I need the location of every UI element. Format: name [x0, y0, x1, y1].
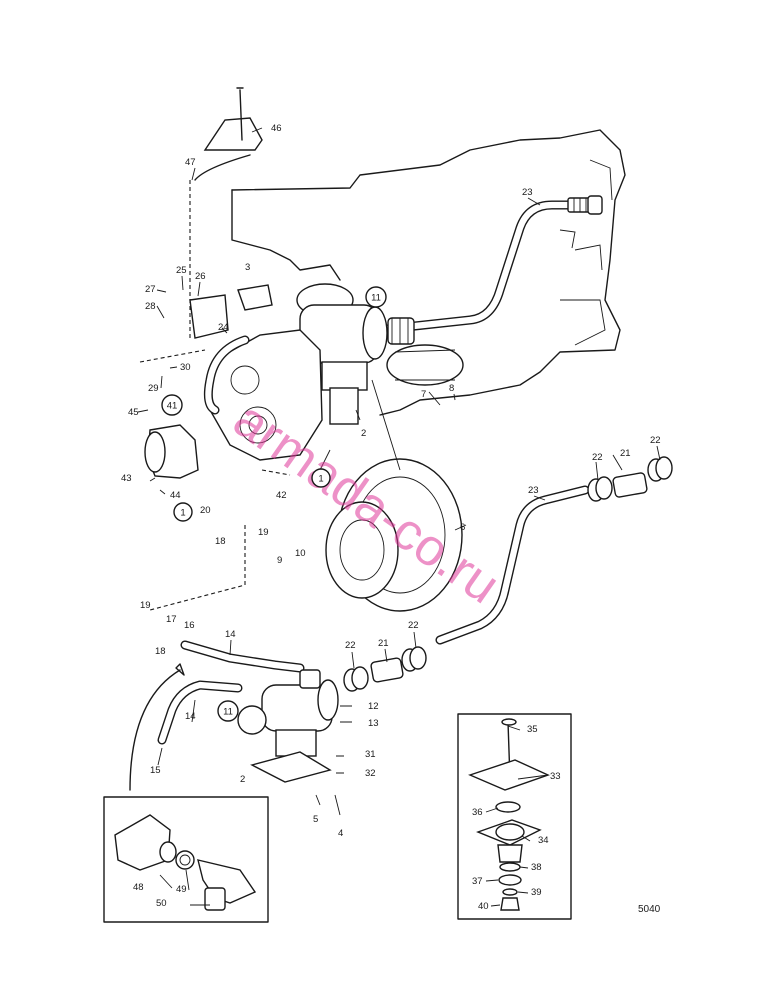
callout-22-b: 22	[650, 435, 661, 446]
callout-2: 2	[361, 428, 366, 439]
callout-19: 19	[258, 527, 269, 538]
main-pump-assembly-upper	[139, 87, 464, 612]
callout-21-lower: 21	[378, 638, 389, 649]
callout-36: 36	[472, 807, 483, 818]
callout-46: 46	[271, 123, 282, 134]
callout-23: 23	[522, 187, 533, 198]
callout-11-lower: 11	[223, 707, 233, 718]
callout-23-lower: 23	[528, 485, 539, 496]
callout-14: 14	[225, 629, 236, 640]
callout-19-lower: 19	[140, 600, 151, 611]
callout-32: 32	[365, 768, 376, 779]
callout-18: 18	[215, 536, 226, 547]
callout-30: 30	[180, 362, 191, 373]
callout-2-lower: 2	[240, 774, 245, 785]
callout-1-lower: 1	[180, 508, 185, 519]
callout-13: 13	[368, 718, 379, 729]
callout-26: 26	[195, 271, 206, 282]
callout-25: 25	[176, 265, 187, 276]
callout-24: 24	[218, 322, 229, 333]
callout-11: 11	[371, 293, 381, 304]
callout-28: 28	[145, 301, 156, 312]
callout-38: 38	[531, 862, 542, 873]
callout-41: 41	[167, 401, 178, 412]
leader-lines	[137, 127, 661, 907]
callout-22-d: 22	[408, 620, 419, 631]
callout-43: 43	[121, 473, 132, 484]
callout-22-a: 22	[592, 452, 603, 463]
callout-42: 42	[276, 490, 287, 501]
callout-27: 27	[145, 284, 156, 295]
callout-44: 44	[170, 490, 181, 501]
callout-5: 5	[313, 814, 318, 825]
callout-4: 4	[338, 828, 343, 839]
callout-7: 7	[421, 389, 426, 400]
callout-12: 12	[368, 701, 379, 712]
callout-6: 6	[460, 522, 465, 533]
callout-37: 37	[472, 876, 483, 887]
upper-hose-23	[373, 195, 603, 335]
callout-29: 29	[148, 383, 159, 394]
callout-14-lower: 14	[185, 711, 196, 722]
callout-39: 39	[531, 887, 542, 898]
callout-18-lower: 18	[155, 646, 166, 657]
callout-47: 47	[185, 157, 196, 168]
callout-50: 50	[156, 898, 167, 909]
inset-mounting-box	[457, 713, 572, 920]
callout-3: 3	[245, 262, 250, 273]
callout-45: 45	[128, 407, 139, 418]
callout-20: 20	[200, 505, 211, 516]
callout-22-c: 22	[345, 640, 356, 651]
lower-hose-23	[343, 456, 673, 692]
callout-8: 8	[449, 383, 454, 394]
callout-16: 16	[184, 620, 195, 631]
callout-33: 33	[550, 771, 561, 782]
callout-15: 15	[150, 765, 161, 776]
callout-17: 17	[166, 614, 177, 625]
callout-34: 34	[538, 835, 549, 846]
circled-callouts: 11 41 1 1 11	[161, 286, 387, 722]
callout-10: 10	[295, 548, 306, 559]
callout-49: 49	[176, 884, 187, 895]
callout-48: 48	[133, 882, 144, 893]
inset-fittings-box	[103, 796, 269, 923]
lower-pump-assembly	[129, 640, 352, 816]
callout-9: 9	[277, 555, 282, 566]
callout-35: 35	[527, 724, 538, 735]
figure-code: 5040	[638, 904, 661, 915]
plain-callouts: 2 2 3 4 5 6 7 8 9 10 12 13 14 14 15 16 1…	[121, 123, 661, 912]
engine-block-outline	[231, 129, 626, 416]
callout-21: 21	[620, 448, 631, 459]
callout-40: 40	[478, 901, 489, 912]
callout-31: 31	[365, 749, 376, 760]
callout-1-upper: 1	[318, 474, 323, 485]
